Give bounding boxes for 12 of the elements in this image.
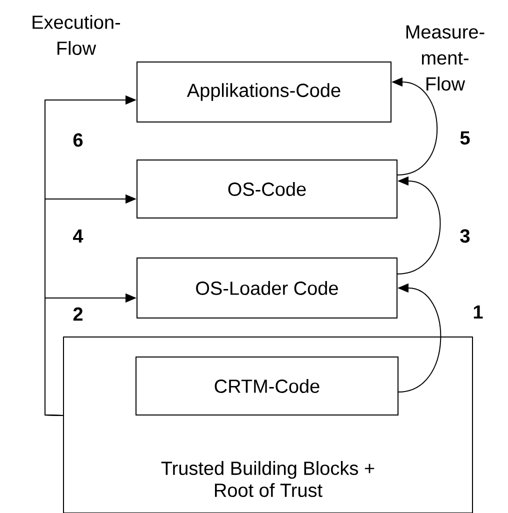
- edge-label: 6: [72, 132, 84, 148]
- flow-label: Execution- Flow: [32, 15, 120, 55]
- edge-label: 1: [472, 304, 484, 320]
- process-box: CRTM-Code: [136, 356, 398, 416]
- edge-label: 4: [72, 228, 84, 244]
- edge-label: 3: [458, 228, 472, 244]
- flow-label: Measure- ment- Flow: [406, 25, 484, 91]
- edge-label: 5: [458, 130, 472, 146]
- process-box: OS-Code: [136, 160, 398, 218]
- process-box: OS-Loader Code: [136, 258, 398, 318]
- edge-label: 2: [72, 306, 84, 322]
- process-box: Applikations-Code: [136, 62, 392, 122]
